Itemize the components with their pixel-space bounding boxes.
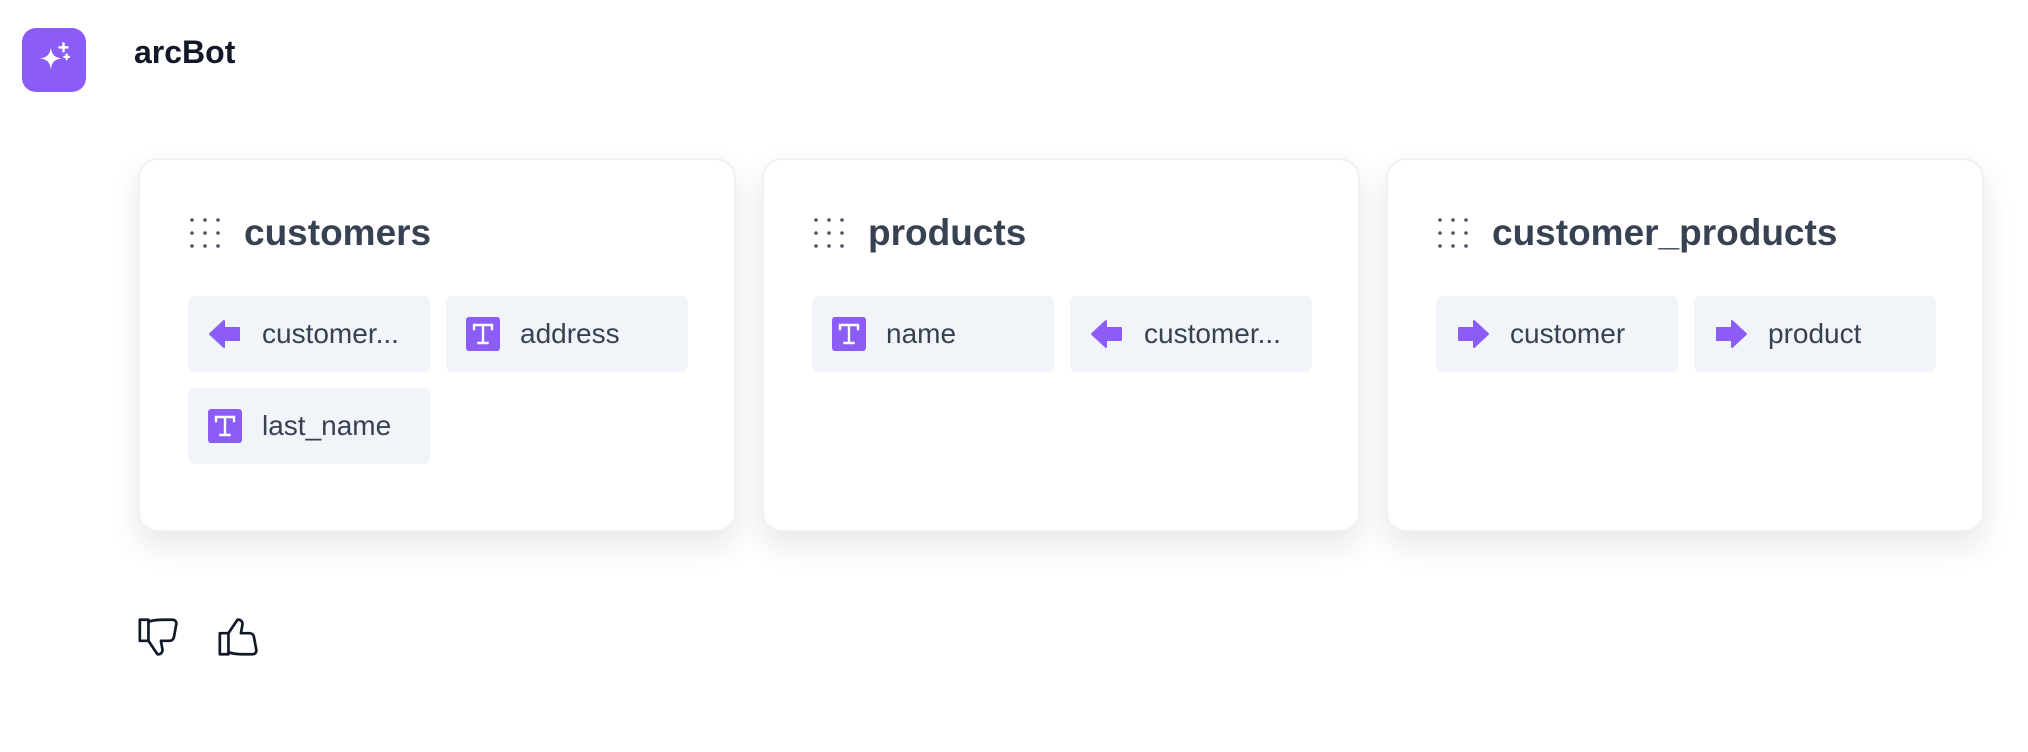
arrow-left-icon (1091, 320, 1122, 348)
field-label: last_name (262, 410, 392, 441)
thumbs-down-icon[interactable] (136, 614, 182, 660)
feedback-bar (136, 614, 262, 660)
field-label: customer (1510, 318, 1626, 349)
field-label: address (520, 318, 620, 349)
arrow-right-icon (1716, 320, 1747, 348)
field-chip[interactable]: name (812, 296, 1054, 372)
field-chip[interactable]: address (446, 296, 688, 372)
field-label: product (1768, 318, 1862, 349)
sparkles-icon (39, 42, 71, 70)
bot-avatar (22, 28, 86, 92)
drag-handle-icon[interactable] (1436, 216, 1470, 250)
card-header: customer_products (1436, 190, 1934, 276)
card-header: customers (188, 190, 686, 276)
field-chip[interactable]: customer... (188, 296, 430, 372)
field-list: name customer... (812, 296, 1312, 372)
table-title: customer_products (1492, 212, 1838, 253)
text-type-icon (466, 317, 500, 351)
field-label: name (886, 318, 957, 349)
drag-handle-icon[interactable] (812, 216, 846, 250)
card-header: products (812, 190, 1310, 276)
field-chip[interactable]: product (1694, 296, 1936, 372)
drag-handle-icon[interactable] (188, 216, 222, 250)
table-card-customers[interactable]: customers customer... address (138, 158, 736, 532)
field-label: customer... (1144, 318, 1281, 349)
text-type-icon (208, 409, 242, 443)
bot-name: arcBot (134, 34, 236, 70)
field-chip[interactable]: last_name (188, 388, 430, 464)
table-card-products[interactable]: products name customer... (762, 158, 1360, 532)
field-chip[interactable]: customer (1436, 296, 1678, 372)
text-type-icon (832, 317, 866, 351)
field-label: customer... (262, 318, 399, 349)
field-list: customer... address last_name (188, 296, 688, 464)
arrow-right-icon (1458, 320, 1489, 348)
field-list: customer product (1436, 296, 1936, 372)
table-cards: customers customer... address (138, 158, 1984, 532)
table-card-customer-products[interactable]: customer_products customer product (1386, 158, 1984, 532)
thumbs-up-icon[interactable] (216, 614, 262, 660)
table-title: customers (244, 212, 432, 253)
table-title: products (868, 212, 1027, 253)
field-chip[interactable]: customer... (1070, 296, 1312, 372)
arrow-left-icon (209, 320, 240, 348)
